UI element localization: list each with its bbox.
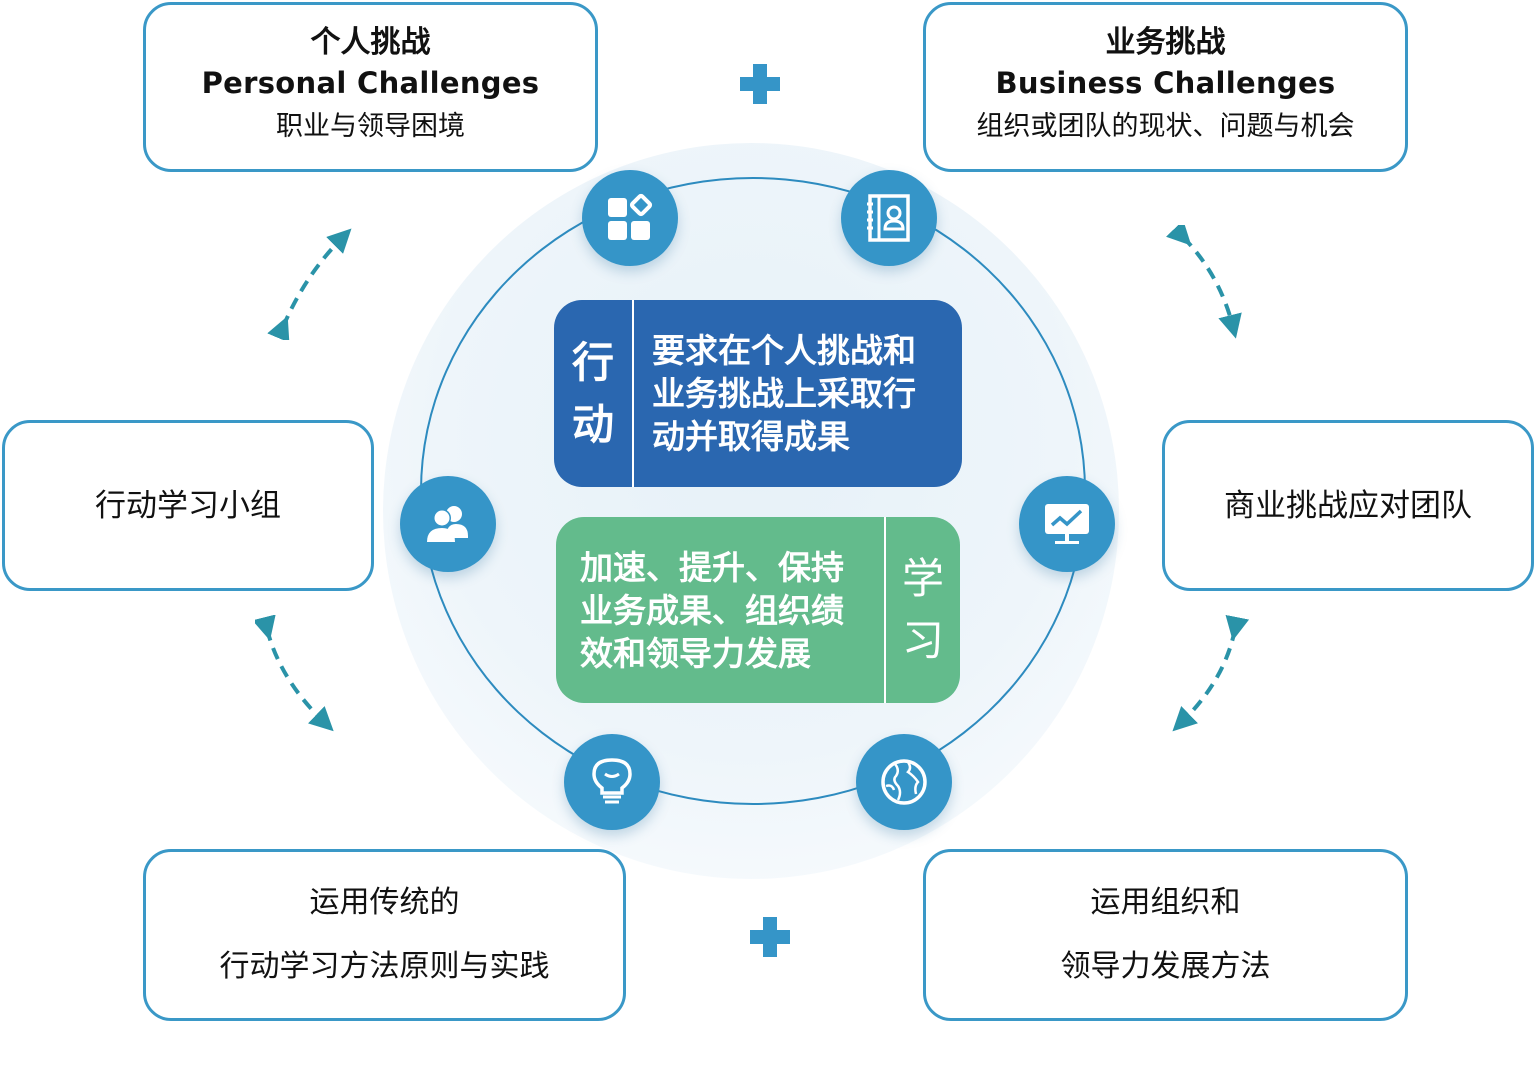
users-icon [400,476,496,572]
center-ring [420,177,1086,805]
traditional-line2: 行动学习方法原则与实践 [219,949,550,984]
learning-description: 加速、提升、保持 业务成果、组织绩 效和领导力发展 [556,517,884,703]
learning-line-3: 效和领导力发展 [580,633,811,673]
action-learning-group-label: 行动学习小组 [95,487,281,524]
org-methods-line1: 运用组织和 [1090,885,1241,920]
business-subtitle: 组织或团队的现状、问题与机会 [976,111,1355,142]
business-title-en: Business Challenges [995,66,1336,100]
lightbulb-icon [564,734,660,830]
org-methods-box: 运用组织和 领导力发展方法 [923,849,1408,1021]
double-arrow-icon-bottom-left [255,615,334,732]
apps-icon [582,170,678,266]
business-team-box: 商业挑战应对团队 [1162,420,1534,591]
traditional-methods-box: 运用传统的 行动学习方法原则与实践 [143,849,626,1021]
personal-title-zh: 个人挑战 [310,25,431,60]
contact-book-icon [841,170,937,266]
plus-icon-bottom [750,917,790,957]
learning-line-1: 加速、提升、保持 [580,547,844,587]
double-arrow-icon-bottom-right [1172,615,1250,732]
learning-char-1: 学 [901,554,944,603]
action-line-3: 动并取得成果 [652,417,850,456]
learning-side-label: 学 习 [884,517,960,703]
learning-char-2: 习 [901,616,944,665]
action-line-2: 业务挑战上采取行 [652,374,916,413]
action-panel: 行 动 要求在个人挑战和 业务挑战上采取行 动并取得成果 [554,300,962,487]
action-side-label: 行 动 [554,300,634,487]
business-challenges-box: 业务挑战 Business Challenges 组织或团队的现状、问题与机会 [923,2,1408,172]
action-learning-group-box: 行动学习小组 [2,420,374,591]
monitor-chart-icon [1019,476,1115,572]
double-arrow-icon-top-left [267,228,352,340]
traditional-line1: 运用传统的 [309,885,460,920]
business-title-zh: 业务挑战 [1105,25,1226,60]
learning-panel: 加速、提升、保持 业务成果、组织绩 效和领导力发展 学 习 [556,517,960,703]
action-line-1: 要求在个人挑战和 [652,331,916,370]
personal-challenges-box: 个人挑战 Personal Challenges 职业与领导困境 [143,2,598,172]
org-methods-line2: 领导力发展方法 [1060,949,1271,984]
action-char-1: 行 [571,337,614,387]
personal-subtitle: 职业与领导困境 [276,111,465,142]
action-char-2: 动 [571,399,614,449]
personal-title-en: Personal Challenges [201,66,540,100]
double-arrow-icon-top-right [1166,225,1242,339]
globe-icon [856,734,952,830]
plus-icon-top [740,64,780,104]
business-team-label: 商业挑战应对团队 [1224,487,1472,524]
learning-line-2: 业务成果、组织绩 [580,590,844,630]
action-description: 要求在个人挑战和 业务挑战上采取行 动并取得成果 [634,300,962,487]
